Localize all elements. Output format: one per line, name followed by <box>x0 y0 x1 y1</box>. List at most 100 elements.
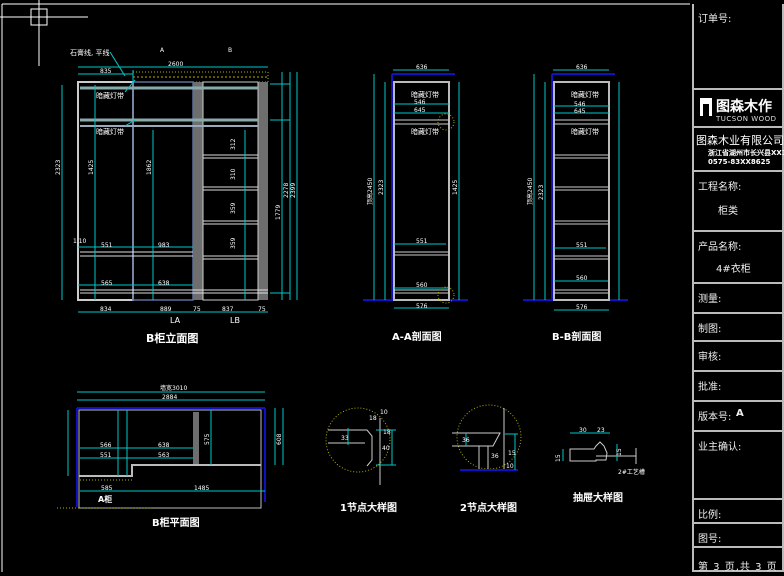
drawer-dim: 23 <box>597 427 605 434</box>
front-inner-dim: 551 <box>101 242 113 249</box>
light-strip-label: 暗藏灯带 <box>96 91 124 100</box>
plan-dim: 585 <box>101 485 113 492</box>
front-inner-dim: 983 <box>158 242 170 249</box>
detail1-dim: 10 <box>380 409 388 416</box>
light-strip-label: 暗藏灯带 <box>96 127 124 136</box>
aa-dim: 576 <box>416 303 428 310</box>
drawer-detail: 30 23 15 15 2#工艺槽 抽屉大样图 <box>555 427 645 504</box>
front-bottom-dim: 837 <box>222 306 234 313</box>
bb-height-note: 顶高2450 <box>526 178 534 205</box>
plan-dim: 608 <box>276 433 283 445</box>
order-no-label: 订单号: <box>698 14 732 25</box>
front-elevation: 石膏线, 平线 A B 2600 835 暗藏灯带 暗藏灯带 551 983 5… <box>55 47 298 345</box>
version-value: A <box>736 408 744 419</box>
detail-1: 18 10 33 18 40 1节点大样图 <box>325 407 397 514</box>
owner-confirm-cell: 业主确认: <box>694 430 782 498</box>
drawing-no-cell: 图号: <box>694 522 782 546</box>
product-label: 产品名称: <box>698 242 742 253</box>
project-cell: 工程名称: 柜类 <box>694 170 782 230</box>
section-aa: 636 暗藏灯带 546 645 暗藏灯带 551 560 576 1425 2… <box>363 64 468 343</box>
bb-dim: 560 <box>576 275 588 282</box>
detail1-dim: 18 <box>383 429 391 436</box>
page-cell: 第 3 页,共 3 页 <box>694 546 782 573</box>
drawer-dim: 15 <box>616 448 623 456</box>
front-inner-dim: 1 10 <box>73 238 87 245</box>
front-bottom-dim: 834 <box>100 306 112 313</box>
drafter-label: 制图: <box>698 324 722 335</box>
project-value: 柜类 <box>718 206 738 217</box>
plan-view-title: B柜平面图 <box>152 516 200 529</box>
plan-sub-label: A柜 <box>98 494 112 504</box>
light-strip-label: 暗藏灯带 <box>411 90 439 99</box>
front-bottom-dim: 889 <box>160 306 172 313</box>
plan-dim: 563 <box>158 452 170 459</box>
front-shelf-dim: 310 <box>230 168 237 180</box>
detail1-dim: 40 <box>382 445 390 452</box>
front-left-height: 1425 <box>88 160 95 175</box>
logo-cell: 图森木作 TUCSON WOOD <box>694 88 782 126</box>
section-marker-b: B <box>228 47 232 54</box>
plan-dim: 638 <box>158 442 170 449</box>
plan-view: 墙宽3010 2884 566 551 638 563 575 585 1485… <box>57 384 284 529</box>
product-cell: 产品名称: 4#衣柜 <box>694 230 782 282</box>
detail1-title: 1节点大样图 <box>340 501 397 514</box>
front-note: 石膏线, 平线 <box>70 48 109 57</box>
drafter-cell: 制图: <box>694 312 782 340</box>
front-right-height: 2278 <box>283 183 290 198</box>
survey-label: 测量: <box>698 294 722 305</box>
company-name: 图森木业有限公司 <box>696 134 784 147</box>
bb-dim: 645 <box>574 108 586 115</box>
plan-dim: 575 <box>204 433 211 445</box>
aa-dim: 2323 <box>378 180 385 195</box>
version-label: 版本号: <box>698 412 732 423</box>
front-right-height: 1779 <box>275 205 282 220</box>
front-view-title: B柜立面图 <box>146 331 198 345</box>
aa-dim: 1425 <box>452 180 459 195</box>
light-strip-label: 暗藏灯带 <box>571 90 599 99</box>
approve-label: 批准: <box>698 382 722 393</box>
light-strip-label: 暗藏灯带 <box>411 127 439 136</box>
approve-cell: 批准: <box>694 370 782 400</box>
detail-2: 36 36 15 10 2节点大样图 <box>452 404 522 514</box>
company-address: 浙江省湖州市长兴县XX18号 <box>708 149 784 157</box>
project-label: 工程名称: <box>698 182 742 193</box>
drawer-dim: 30 <box>579 427 587 434</box>
scale-label: 比例: <box>698 510 722 521</box>
company-logo: 图森木作 TUCSON WOOD <box>694 90 782 130</box>
section-line-label: LB <box>230 316 240 325</box>
aa-dim: 551 <box>416 238 428 245</box>
front-inner-dim: 565 <box>101 280 113 287</box>
order-no-cell: 订单号: <box>694 4 782 88</box>
title-block: 订单号: 图森木作 TUCSON WOOD 图森木业有限公司 浙江省湖州市长兴县… <box>692 4 784 573</box>
front-inner-dim: 638 <box>158 280 170 287</box>
bb-dim: 2323 <box>538 185 545 200</box>
detail2-dim: 36 <box>491 453 499 460</box>
page-info: 第 3 页,共 3 页 <box>698 562 778 573</box>
aa-dim: 645 <box>414 107 426 114</box>
section-line-label: LA <box>170 316 181 325</box>
review-cell: 审核: <box>694 340 782 370</box>
aa-top-dim: 636 <box>416 64 428 71</box>
front-right-height: 2399 <box>290 183 297 198</box>
front-shelf-dim: 312 <box>230 138 237 150</box>
front-overall-width: 2600 <box>168 61 183 68</box>
plan-dim: 551 <box>100 452 112 459</box>
front-top-width: 835 <box>100 68 112 75</box>
bb-view-title: B-B剖面图 <box>552 330 601 343</box>
aa-height-note: 顶高2450 <box>366 178 374 205</box>
bb-top-dim: 636 <box>576 64 588 71</box>
light-strip-label: 暗藏灯带 <box>571 127 599 136</box>
logo-cn: 图森木作 <box>716 99 772 115</box>
section-marker-a: A <box>160 47 165 54</box>
plan-dim: 566 <box>100 442 112 449</box>
company-cell: 图森木业有限公司 浙江省湖州市长兴县XX18号 0575-83XX8625 <box>694 126 784 170</box>
front-shelf-dim: 359 <box>230 202 237 214</box>
detail1-dim: 33 <box>341 435 349 442</box>
aa-dim: 546 <box>414 99 426 106</box>
crosshair-cursor-icon <box>0 0 690 572</box>
detail2-dim: 15 <box>508 450 516 457</box>
bb-dim: 551 <box>576 242 588 249</box>
aa-view-title: A-A剖面图 <box>392 330 442 343</box>
scale-cell: 比例: <box>694 498 782 522</box>
plan-overall-width: 墙宽3010 <box>160 384 187 392</box>
